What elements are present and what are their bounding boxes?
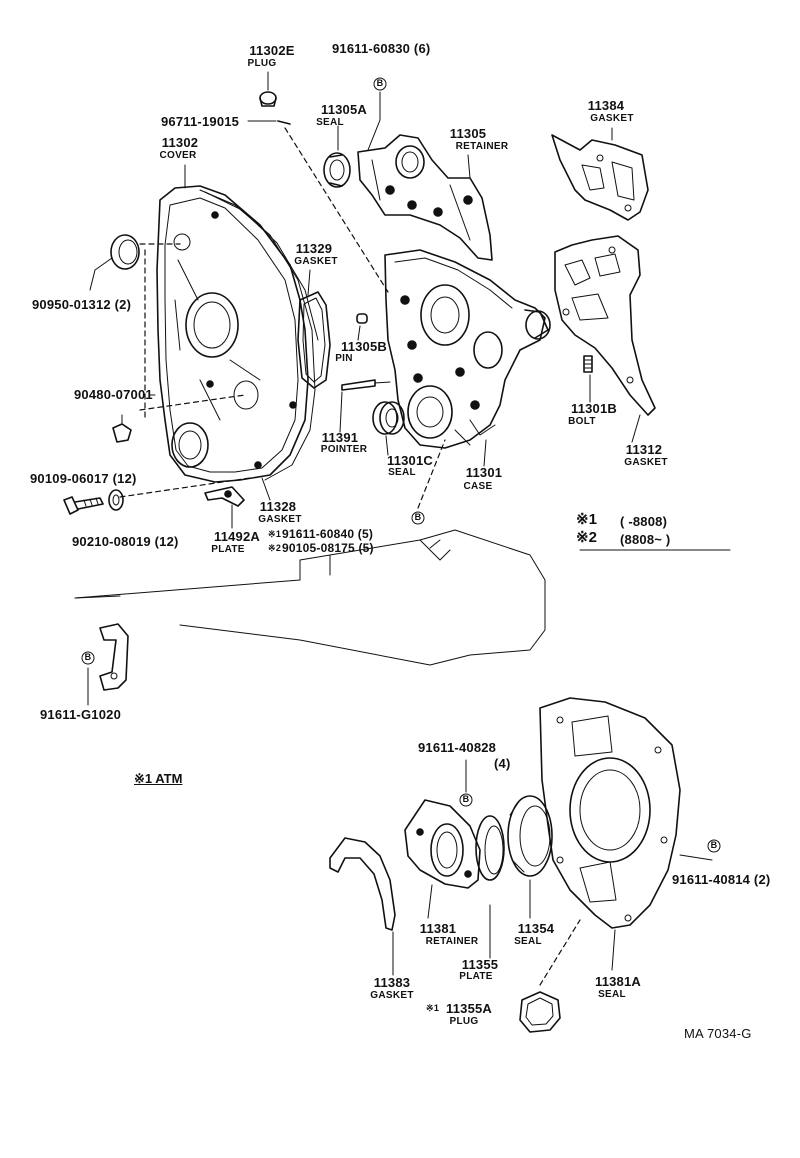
engine-block-outline [74,529,546,666]
part-name-label: GASKET [294,256,338,267]
bolt-marker-b: B [376,78,384,88]
part-name-label: SEAL [514,936,542,947]
part-number-label: 91611-60840 (5) [282,527,374,541]
part-name-label: GASKET [624,457,668,468]
part-number-label: 90480-07001 [74,387,153,402]
seal-11305a [323,152,351,188]
bolt-marker-b: B [84,652,92,662]
note-mark: ※1 [426,1003,440,1013]
part-number-label: 11328 [259,499,297,514]
part-number-label: 11354 [517,921,555,936]
washer-90210 [108,489,124,511]
gasket-11384 [551,134,649,221]
part-number-label: 91611-40828 [418,740,497,755]
part-name-label: BOLT [568,416,596,427]
legend-note2-range: (8808~ ) [620,532,671,547]
part-number-label: 91611-G1020 [40,707,121,722]
part-name-label: COVER [159,150,197,161]
note-mark: ※2 [268,543,282,553]
bolt-marker-b: B [710,840,718,850]
plug-90950 [110,234,140,270]
part-number-label: 11305A [320,102,368,117]
gasket-11312 [554,235,656,416]
part-number-label: 11355A [446,1001,493,1016]
bolt-11301b [583,355,593,373]
legend-note1-range: ( -8808) [620,514,668,529]
part-number-label: 11301B [570,401,618,416]
plug-11302e [259,91,277,107]
part-number-label: 11301C [386,453,434,468]
part-number-label: 91611-40814 (2) [672,872,771,887]
part-number-label: 11302 [161,135,199,150]
bolt-90109 [63,496,104,515]
part-number-label: 96711-19015 [161,114,240,129]
part-number-label: 11492A [213,529,261,544]
part-number-label: 11381A [594,974,642,989]
part-number-label: 11329 [295,241,333,256]
part-name-label: PLUG [247,58,277,69]
gasket-11329-inner [302,297,326,383]
bolt-90480 [112,414,132,443]
part-number-label: 91611-60830 (6) [332,41,431,56]
part-number-label: 11384 [587,98,625,113]
part-name-label: SEAL [388,467,416,478]
part-name-label: PLUG [449,1016,479,1027]
retainer-11305 [357,134,493,261]
part-number-label: 11383 [373,975,411,990]
seal-11301c [372,401,405,435]
part-number-label: 11302E [249,43,295,58]
legend-note1-mark: ※1 [576,511,597,528]
part-number-label: 11305 [449,126,487,141]
part-name-label: PIN [335,353,353,364]
part-number-label: 11312 [625,442,663,457]
plate-11492a [204,486,245,507]
part-number-label: 11391 [321,430,359,445]
bolt-marker-b: B [462,794,470,804]
case-11301 [384,249,551,449]
plate-11355 [539,697,681,929]
drawing-id: MA 7034-G [684,1026,752,1041]
part-number-label: 11381 [419,921,457,936]
seal-11381a [475,815,505,881]
pin-11305b [356,313,368,324]
part-number-label: 11355 [461,957,499,972]
timing-cover-11302 [156,185,319,483]
pin-96711 [277,120,291,125]
atm-note: ※1 ATM [134,771,183,786]
gasket-11383 [329,837,396,931]
part-name-label: SEAL [598,989,626,1000]
part-number-label: 90105-08175 (5) [282,541,374,555]
legend-note2-mark: ※2 [576,529,597,546]
part-name-label: RETAINER [455,141,509,152]
part-name-label: RETAINER [425,936,479,947]
leader-lines [87,71,731,986]
part-name-label: GASKET [590,113,634,124]
part-number-label: 11305B [340,339,388,354]
part-number-label: 11301 [465,465,503,480]
retainer-11381 [404,799,481,889]
bolt-markers [81,77,721,853]
part-number-label: 90210-08019 (12) [72,534,179,549]
part-name-label: PLATE [459,971,493,982]
note-mark: ※1 [268,529,282,539]
part-number-label: (4) [494,756,511,771]
part-number-label: 90109-06017 (12) [30,471,137,486]
part-name-label: PLATE [211,544,245,555]
part-name-label: SEAL [316,117,344,128]
part-name-label: GASKET [258,514,302,525]
part-number-label: 90950-01312 (2) [32,297,132,312]
gasket-11329 [297,291,331,389]
part-name-label: CASE [463,481,493,492]
part-name-label: POINTER [320,444,368,455]
pointer-11391 [341,379,391,391]
bolt-marker-b: B [414,512,422,522]
plug-11355a [519,991,561,1033]
part-name-label: GASKET [370,990,414,1001]
bracket-91611-g1020 [99,623,129,691]
